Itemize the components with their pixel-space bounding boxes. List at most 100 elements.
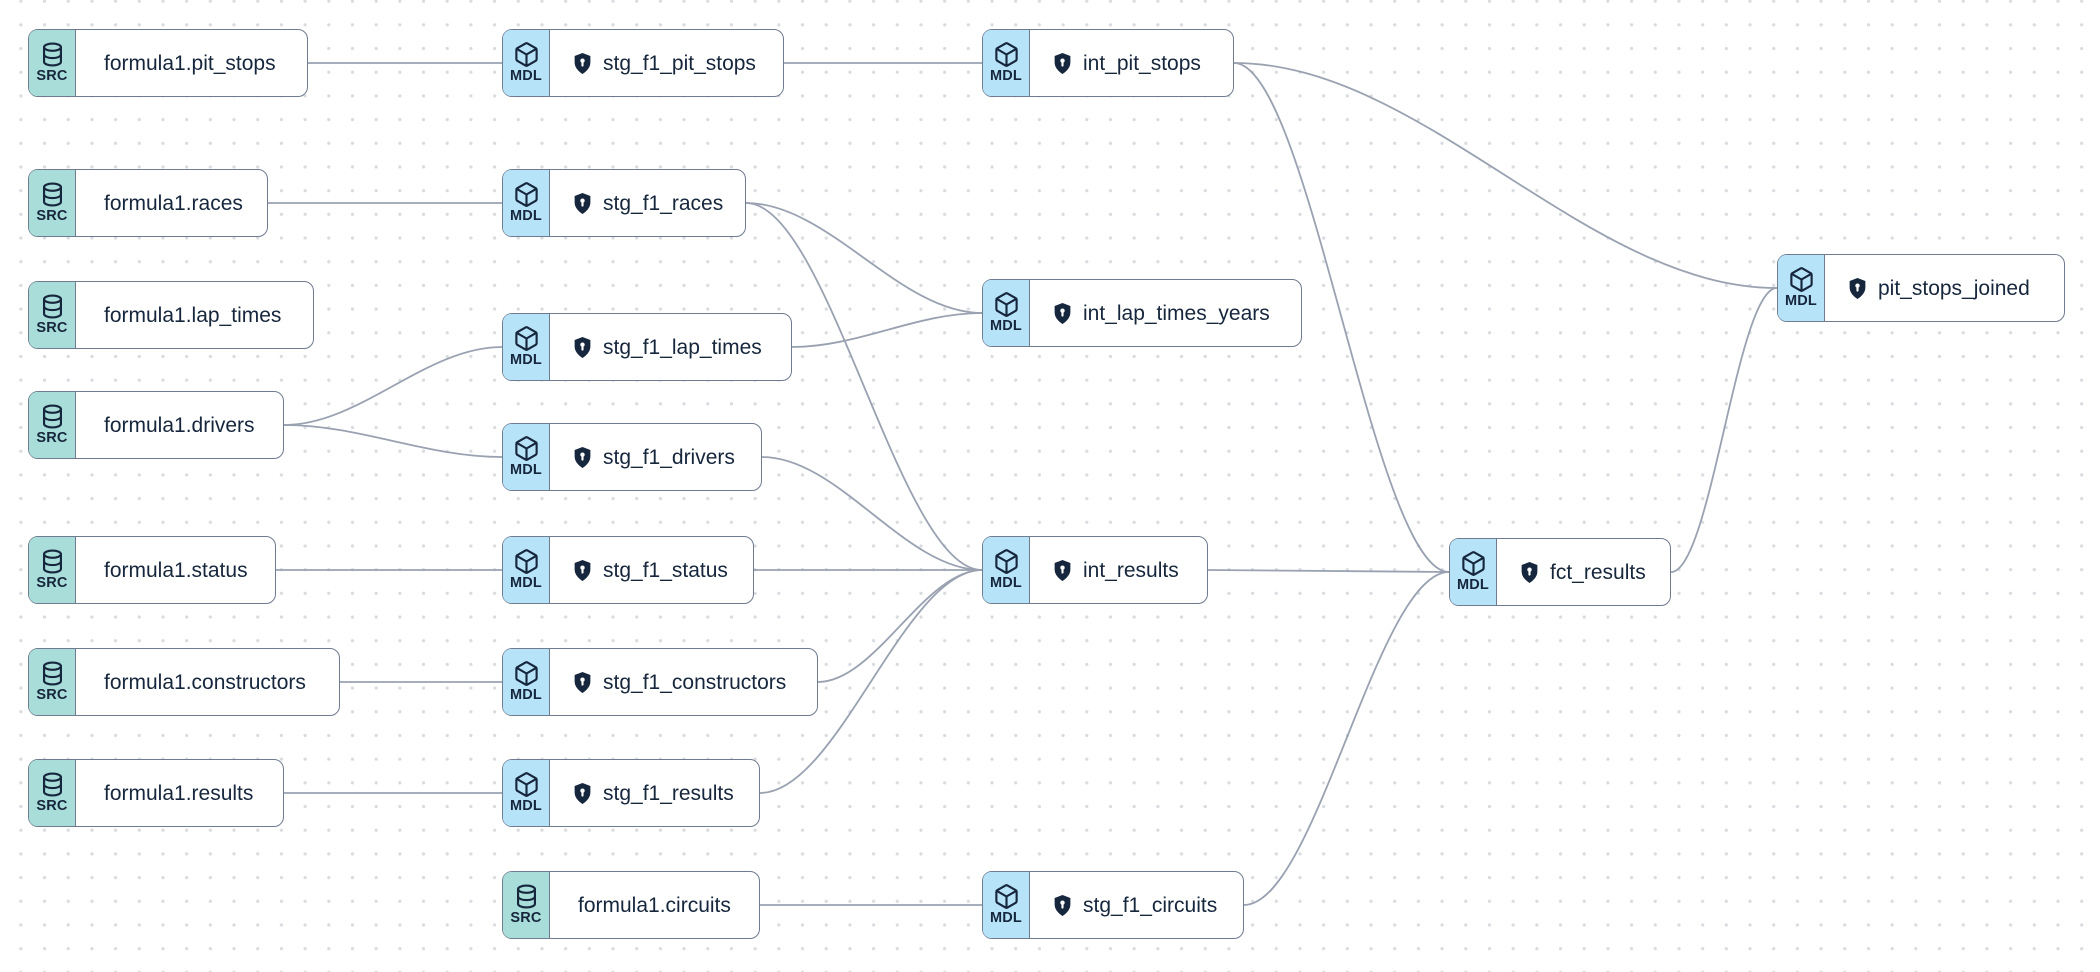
box-icon <box>513 325 540 352</box>
shield-lock-icon <box>572 336 593 359</box>
box-icon <box>513 771 540 798</box>
node-formula1.drivers[interactable]: SRC formula1.drivers <box>28 391 284 459</box>
node-label: stg_f1_results <box>603 781 734 805</box>
shield-lock-icon <box>1052 559 1073 582</box>
edge-stg_f1_constructors-to-int_results <box>817 569 983 683</box>
node-type-badge: MDL <box>503 537 550 603</box>
node-stg_f1_pit_stops[interactable]: MDL stg_f1_pit_stops <box>502 29 784 97</box>
node-label: stg_f1_races <box>603 191 724 215</box>
node-type-badge: MDL <box>503 30 550 96</box>
node-type-label: MDL <box>989 318 1022 335</box>
shield-lock-icon <box>572 192 593 215</box>
node-type-badge: SRC <box>29 649 76 715</box>
node-label: formula1.status <box>104 558 248 582</box>
node-int_pit_stops[interactable]: MDL int_pit_stops <box>982 29 1234 97</box>
node-stg_f1_results[interactable]: MDL stg_f1_results <box>502 759 760 827</box>
database-icon <box>513 883 540 910</box>
box-icon <box>513 435 540 462</box>
node-stg_f1_status[interactable]: MDL stg_f1_status <box>502 536 754 604</box>
node-type-badge: MDL <box>503 649 550 715</box>
node-fct_results[interactable]: MDL fct_results <box>1449 538 1671 606</box>
node-label: pit_stops_joined <box>1878 276 2030 300</box>
node-body: stg_f1_status <box>550 537 753 603</box>
edge-stg_f1_races-to-int_results <box>745 202 983 571</box>
node-body: pit_stops_joined <box>1825 255 2064 321</box>
box-icon <box>513 660 540 687</box>
node-body: stg_f1_constructors <box>550 649 817 715</box>
node-type-badge: SRC <box>29 170 76 236</box>
node-label: stg_f1_drivers <box>603 445 735 469</box>
shield-lock-icon <box>1519 561 1540 584</box>
database-icon <box>39 181 66 208</box>
node-type-badge: MDL <box>983 537 1030 603</box>
node-int_lap_times_years[interactable]: MDL int_lap_times_years <box>982 279 1302 347</box>
node-label: stg_f1_constructors <box>603 670 787 694</box>
node-stg_f1_circuits[interactable]: MDL stg_f1_circuits <box>982 871 1244 939</box>
node-body: formula1.races <box>76 170 267 236</box>
node-label: formula1.circuits <box>578 893 731 917</box>
shield-lock-icon <box>572 671 593 694</box>
shield-lock-icon <box>572 52 593 75</box>
node-pit_stops_joined[interactable]: MDL pit_stops_joined <box>1777 254 2065 322</box>
node-type-label: SRC <box>510 910 542 927</box>
node-body: formula1.pit_stops <box>76 30 307 96</box>
node-stg_f1_races[interactable]: MDL stg_f1_races <box>502 169 746 237</box>
node-body: formula1.lap_times <box>76 282 313 348</box>
node-type-label: MDL <box>509 462 542 479</box>
node-body: stg_f1_races <box>550 170 745 236</box>
node-type-label: MDL <box>509 68 542 85</box>
node-formula1.pit_stops[interactable]: SRC formula1.pit_stops <box>28 29 308 97</box>
node-type-badge: MDL <box>1450 539 1497 605</box>
edge-stg_f1_drivers-to-int_results <box>761 456 983 571</box>
box-icon <box>993 883 1020 910</box>
node-type-label: MDL <box>509 687 542 704</box>
node-type-label: MDL <box>509 798 542 815</box>
node-label: formula1.constructors <box>104 670 306 694</box>
node-label: int_results <box>1083 558 1179 582</box>
node-label: formula1.lap_times <box>104 303 282 327</box>
node-body: formula1.constructors <box>76 649 339 715</box>
node-label: formula1.races <box>104 191 243 215</box>
node-stg_f1_constructors[interactable]: MDL stg_f1_constructors <box>502 648 818 716</box>
node-type-badge: SRC <box>29 392 76 458</box>
shield-lock-icon <box>572 782 593 805</box>
node-body: stg_f1_lap_times <box>550 314 791 380</box>
node-stg_f1_lap_times[interactable]: MDL stg_f1_lap_times <box>502 313 792 381</box>
shield-lock-icon <box>1052 302 1073 325</box>
node-stg_f1_drivers[interactable]: MDL stg_f1_drivers <box>502 423 762 491</box>
node-type-label: MDL <box>1456 577 1489 594</box>
node-label: int_lap_times_years <box>1083 301 1270 325</box>
node-body: formula1.status <box>76 537 275 603</box>
shield-lock-icon <box>572 446 593 469</box>
edge-stg_f1_lap_times-to-int_lap_times_years <box>791 312 983 348</box>
node-label: stg_f1_lap_times <box>603 335 762 359</box>
node-type-label: SRC <box>36 320 68 337</box>
node-int_results[interactable]: MDL int_results <box>982 536 1208 604</box>
node-label: formula1.pit_stops <box>104 51 276 75</box>
shield-lock-icon <box>1052 894 1073 917</box>
node-formula1.races[interactable]: SRC formula1.races <box>28 169 268 237</box>
node-formula1.results[interactable]: SRC formula1.results <box>28 759 284 827</box>
node-body: int_pit_stops <box>1030 30 1233 96</box>
node-type-label: SRC <box>36 687 68 704</box>
edge-int_results-to-fct_results <box>1207 569 1450 573</box>
node-formula1.status[interactable]: SRC formula1.status <box>28 536 276 604</box>
node-body: stg_f1_circuits <box>1030 872 1243 938</box>
edge-formula1.drivers-to-stg_f1_lap_times <box>283 346 503 426</box>
node-type-badge: SRC <box>29 30 76 96</box>
box-icon <box>513 181 540 208</box>
node-formula1.constructors[interactable]: SRC formula1.constructors <box>28 648 340 716</box>
node-formula1.lap_times[interactable]: SRC formula1.lap_times <box>28 281 314 349</box>
node-type-badge: MDL <box>503 424 550 490</box>
node-type-label: MDL <box>989 910 1022 927</box>
node-body: stg_f1_drivers <box>550 424 761 490</box>
node-type-badge: SRC <box>503 872 550 938</box>
node-label: stg_f1_status <box>603 558 728 582</box>
node-label: stg_f1_circuits <box>1083 893 1218 917</box>
node-type-badge: SRC <box>29 282 76 348</box>
node-formula1.circuits[interactable]: SRC formula1.circuits <box>502 871 760 939</box>
node-type-badge: MDL <box>1778 255 1825 321</box>
node-type-label: SRC <box>36 798 68 815</box>
